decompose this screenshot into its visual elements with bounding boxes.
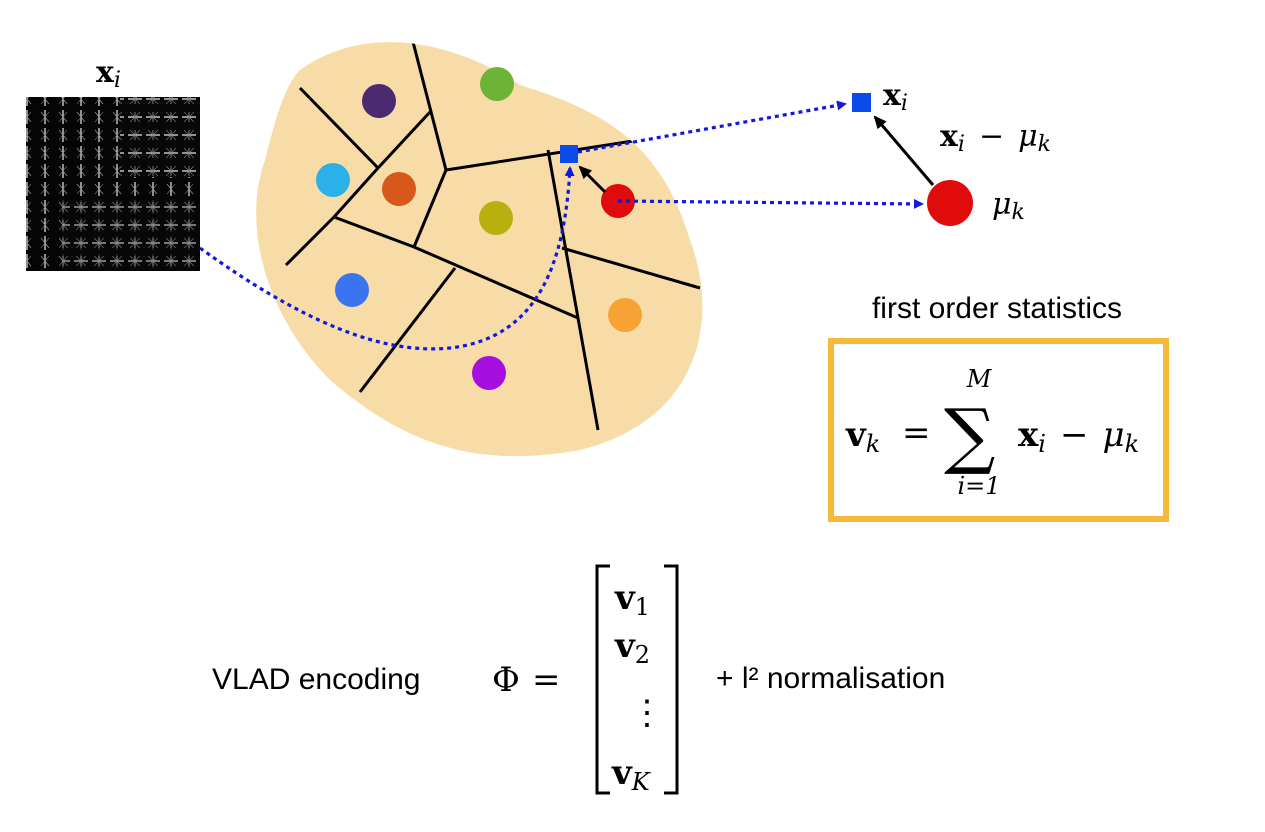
- cluster-centroid: [480, 67, 514, 101]
- centroid-label: μk: [992, 187, 1025, 225]
- first-order-title: first order statistics: [872, 292, 1122, 325]
- svg-text:=: =: [902, 413, 931, 453]
- cluster-centroid: [608, 298, 642, 332]
- svg-text:v2: v2: [614, 626, 650, 669]
- cluster-centroid: [472, 356, 506, 390]
- svg-text:M: M: [966, 365, 993, 393]
- cluster-centroid: [362, 84, 396, 118]
- centroid-zoomed: [927, 180, 973, 226]
- residual-label: xi−μk: [940, 119, 1051, 157]
- svg-text:vk: vk: [845, 415, 880, 458]
- cluster-centroid: [382, 172, 416, 206]
- descriptor-label: xi: [96, 55, 121, 93]
- feature-space-region: [256, 42, 703, 457]
- descriptor-image: [26, 97, 200, 271]
- svg-text:xi−μk: xi−μk: [1018, 415, 1139, 458]
- vlad-vector: v1 v2 ⋮ vK: [611, 578, 664, 796]
- svg-text:⋮: ⋮: [630, 693, 664, 733]
- voronoi-edges: [284, 42, 701, 431]
- first-order-formula: vk = ∑ M i=1 xi−μk: [845, 365, 1139, 500]
- residual-arrow-small: [578, 165, 607, 194]
- cluster-centroid: [316, 163, 350, 197]
- phi-symbol: Φ: [492, 660, 520, 700]
- vlad-equals: =: [532, 660, 561, 700]
- summation-symbol: ∑: [944, 393, 995, 477]
- svg-text:vK: vK: [611, 753, 652, 796]
- residual-arrow: [873, 115, 935, 186]
- point-zoomed: [852, 93, 871, 112]
- vector-brackets: [595, 564, 679, 795]
- normalisation-label: + l² normalisation: [716, 662, 945, 695]
- point-in-region: [560, 145, 578, 163]
- svg-text:v1: v1: [614, 578, 650, 621]
- assignment-path: [199, 166, 575, 351]
- region-blob: [256, 42, 703, 457]
- vlad-label: VLAD encoding: [212, 663, 420, 696]
- first-order-box: [828, 338, 1169, 522]
- point-map-arrow: [577, 100, 847, 154]
- cluster-centroid: [479, 201, 513, 235]
- centroid-map-arrow: [617, 198, 924, 209]
- point-label: xi: [883, 78, 908, 116]
- svg-text:i=1: i=1: [957, 472, 1000, 500]
- cluster-centroid: [335, 273, 369, 307]
